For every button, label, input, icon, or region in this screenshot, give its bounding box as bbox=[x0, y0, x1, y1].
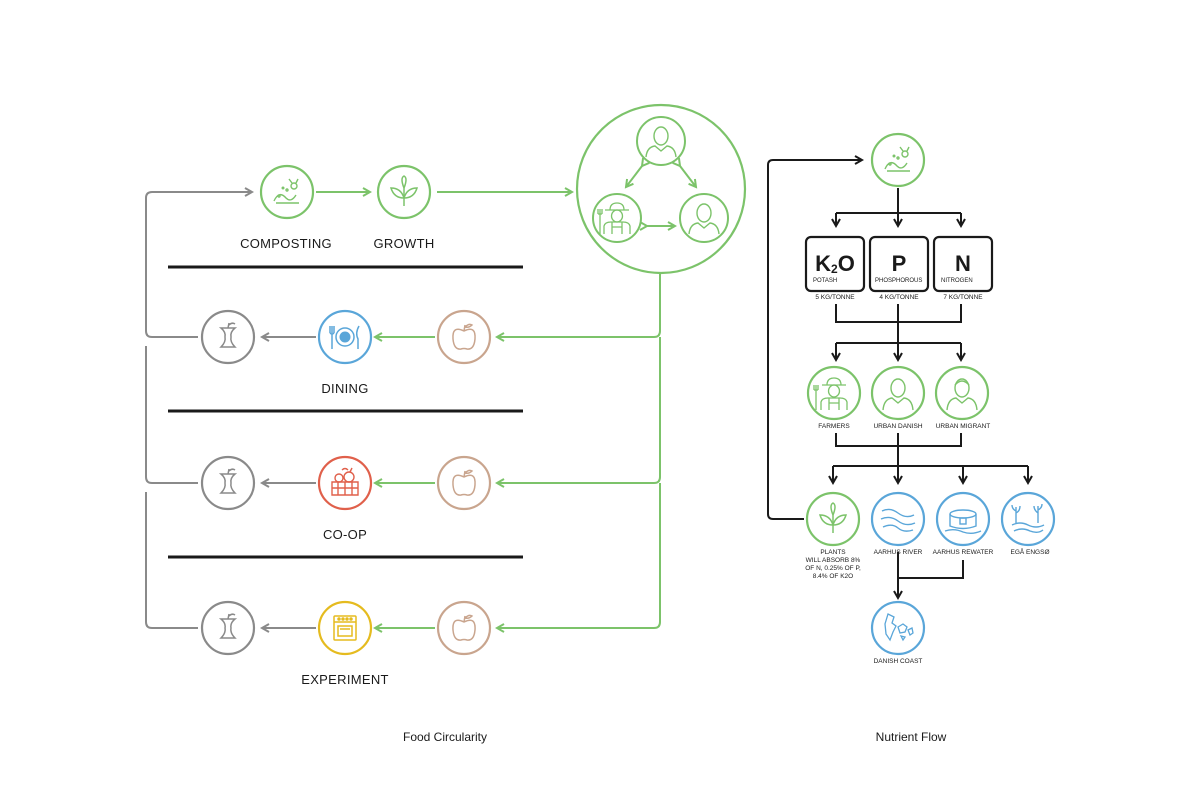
coop-label: CO-OP bbox=[322, 527, 368, 542]
nf-compost-node bbox=[870, 132, 926, 188]
sprout-icon bbox=[818, 502, 848, 533]
apple-core-icon bbox=[218, 468, 238, 494]
element-amount-nitrogen: 7 KG/TONNE bbox=[943, 294, 983, 301]
growth-node bbox=[376, 164, 432, 220]
plate-cutlery-icon bbox=[329, 325, 360, 349]
nf-aarhus-rewater-node bbox=[935, 491, 991, 547]
waste-node-experiment bbox=[200, 600, 256, 656]
nutrient-flow-diagram bbox=[767, 132, 1056, 656]
wetland-icon bbox=[1011, 503, 1045, 533]
apple-node-experiment bbox=[436, 600, 492, 656]
apple-node-dining bbox=[436, 309, 492, 365]
person-icon bbox=[946, 378, 978, 411]
destinations-to-coast-connectors bbox=[898, 552, 964, 598]
nf-farmers-node bbox=[806, 365, 862, 421]
community-node bbox=[575, 103, 747, 275]
oven-icon bbox=[333, 615, 357, 641]
community-person-top bbox=[636, 116, 686, 166]
urban-migrant-label: URBAN MIGRANT bbox=[935, 423, 991, 430]
waste-node-dining bbox=[200, 309, 256, 365]
food-circularity-caption: Food Circularity bbox=[402, 730, 488, 744]
apple-core-icon bbox=[218, 322, 238, 348]
compost-worm-icon bbox=[273, 178, 299, 204]
water-tank-icon bbox=[944, 509, 982, 534]
plants-label: PLANTS WILL ABSORB 8% OF N, 0.25% OF P, … bbox=[805, 549, 861, 580]
apple-icon bbox=[452, 323, 476, 350]
element-box-nitrogen bbox=[932, 235, 994, 293]
nf-ega-engso-node bbox=[1000, 491, 1056, 547]
apple-icon bbox=[452, 469, 476, 496]
composting-label: COMPOSTING bbox=[240, 236, 332, 251]
compost-to-elements-connectors bbox=[836, 188, 961, 226]
produce-crate-icon bbox=[331, 467, 359, 496]
element-symbol-nitrogen: N bbox=[955, 251, 971, 276]
dining-node bbox=[317, 309, 373, 365]
element-amount-potash: 5 KG/TONNE bbox=[815, 294, 855, 301]
person-icon bbox=[882, 378, 914, 411]
aarhus-rewater-label: AARHUS REWATER bbox=[932, 549, 994, 556]
ega-engso-label: EGÅ ENGSØ bbox=[1010, 549, 1050, 556]
element-name-phosphorous: PHOSPHOROUS bbox=[875, 278, 923, 284]
element-symbol-potash: K2O bbox=[815, 251, 855, 276]
denmark-map-icon bbox=[884, 613, 914, 642]
river-icon bbox=[880, 508, 916, 532]
people-to-destinations-connectors bbox=[833, 433, 1028, 483]
apple-node-coop bbox=[436, 455, 492, 511]
element-box-phosphorous bbox=[868, 235, 930, 293]
aarhus-river-label: AARHUS RIVER bbox=[873, 549, 923, 556]
apple-icon bbox=[452, 614, 476, 641]
growth-label: GROWTH bbox=[373, 236, 435, 251]
composting-node bbox=[259, 164, 315, 220]
element-name-potash: POTASH bbox=[813, 278, 838, 284]
nf-aarhus-river-node bbox=[870, 491, 926, 547]
nf-urban-migrant-node bbox=[934, 365, 990, 421]
danish-coast-label: DANISH COAST bbox=[873, 658, 923, 665]
farmers-label: FARMERS bbox=[818, 423, 850, 430]
urban-danish-label: URBAN DANISH bbox=[873, 423, 923, 430]
elements-to-people-connectors bbox=[836, 304, 961, 360]
farmer-icon bbox=[597, 202, 631, 234]
person-icon bbox=[688, 203, 720, 235]
row-arrows bbox=[262, 337, 435, 628]
element-name-nitrogen: NITROGEN bbox=[941, 278, 973, 284]
person-icon bbox=[645, 126, 677, 158]
compost-worm-icon bbox=[884, 146, 910, 172]
food-circularity-diagram bbox=[145, 103, 747, 656]
nutrient-flow-caption: Nutrient Flow bbox=[875, 730, 947, 744]
green-distribution-lines bbox=[497, 262, 661, 628]
apple-core-icon bbox=[218, 613, 238, 639]
sprout-icon bbox=[389, 175, 419, 206]
nf-plants-node bbox=[805, 491, 861, 547]
farmer-icon bbox=[813, 377, 848, 410]
gray-return-loop bbox=[145, 192, 252, 629]
nf-danish-coast-node bbox=[870, 600, 926, 656]
element-symbol-phosphorous: P bbox=[891, 251, 907, 276]
experiment-node bbox=[317, 600, 373, 656]
element-amount-phosphorous: 4 KG/TONNE bbox=[879, 294, 919, 301]
plants-return-loop bbox=[767, 160, 862, 520]
waste-node-coop bbox=[200, 455, 256, 511]
coop-node bbox=[317, 455, 373, 511]
experiment-label: EXPERIMENT bbox=[301, 672, 389, 687]
nf-urban-danish-node bbox=[870, 365, 926, 421]
element-box-potash bbox=[804, 235, 866, 293]
community-person-right bbox=[679, 193, 729, 243]
community-double-arrows bbox=[626, 166, 696, 226]
community-farmer bbox=[592, 193, 642, 243]
dining-label: DINING bbox=[321, 381, 369, 396]
